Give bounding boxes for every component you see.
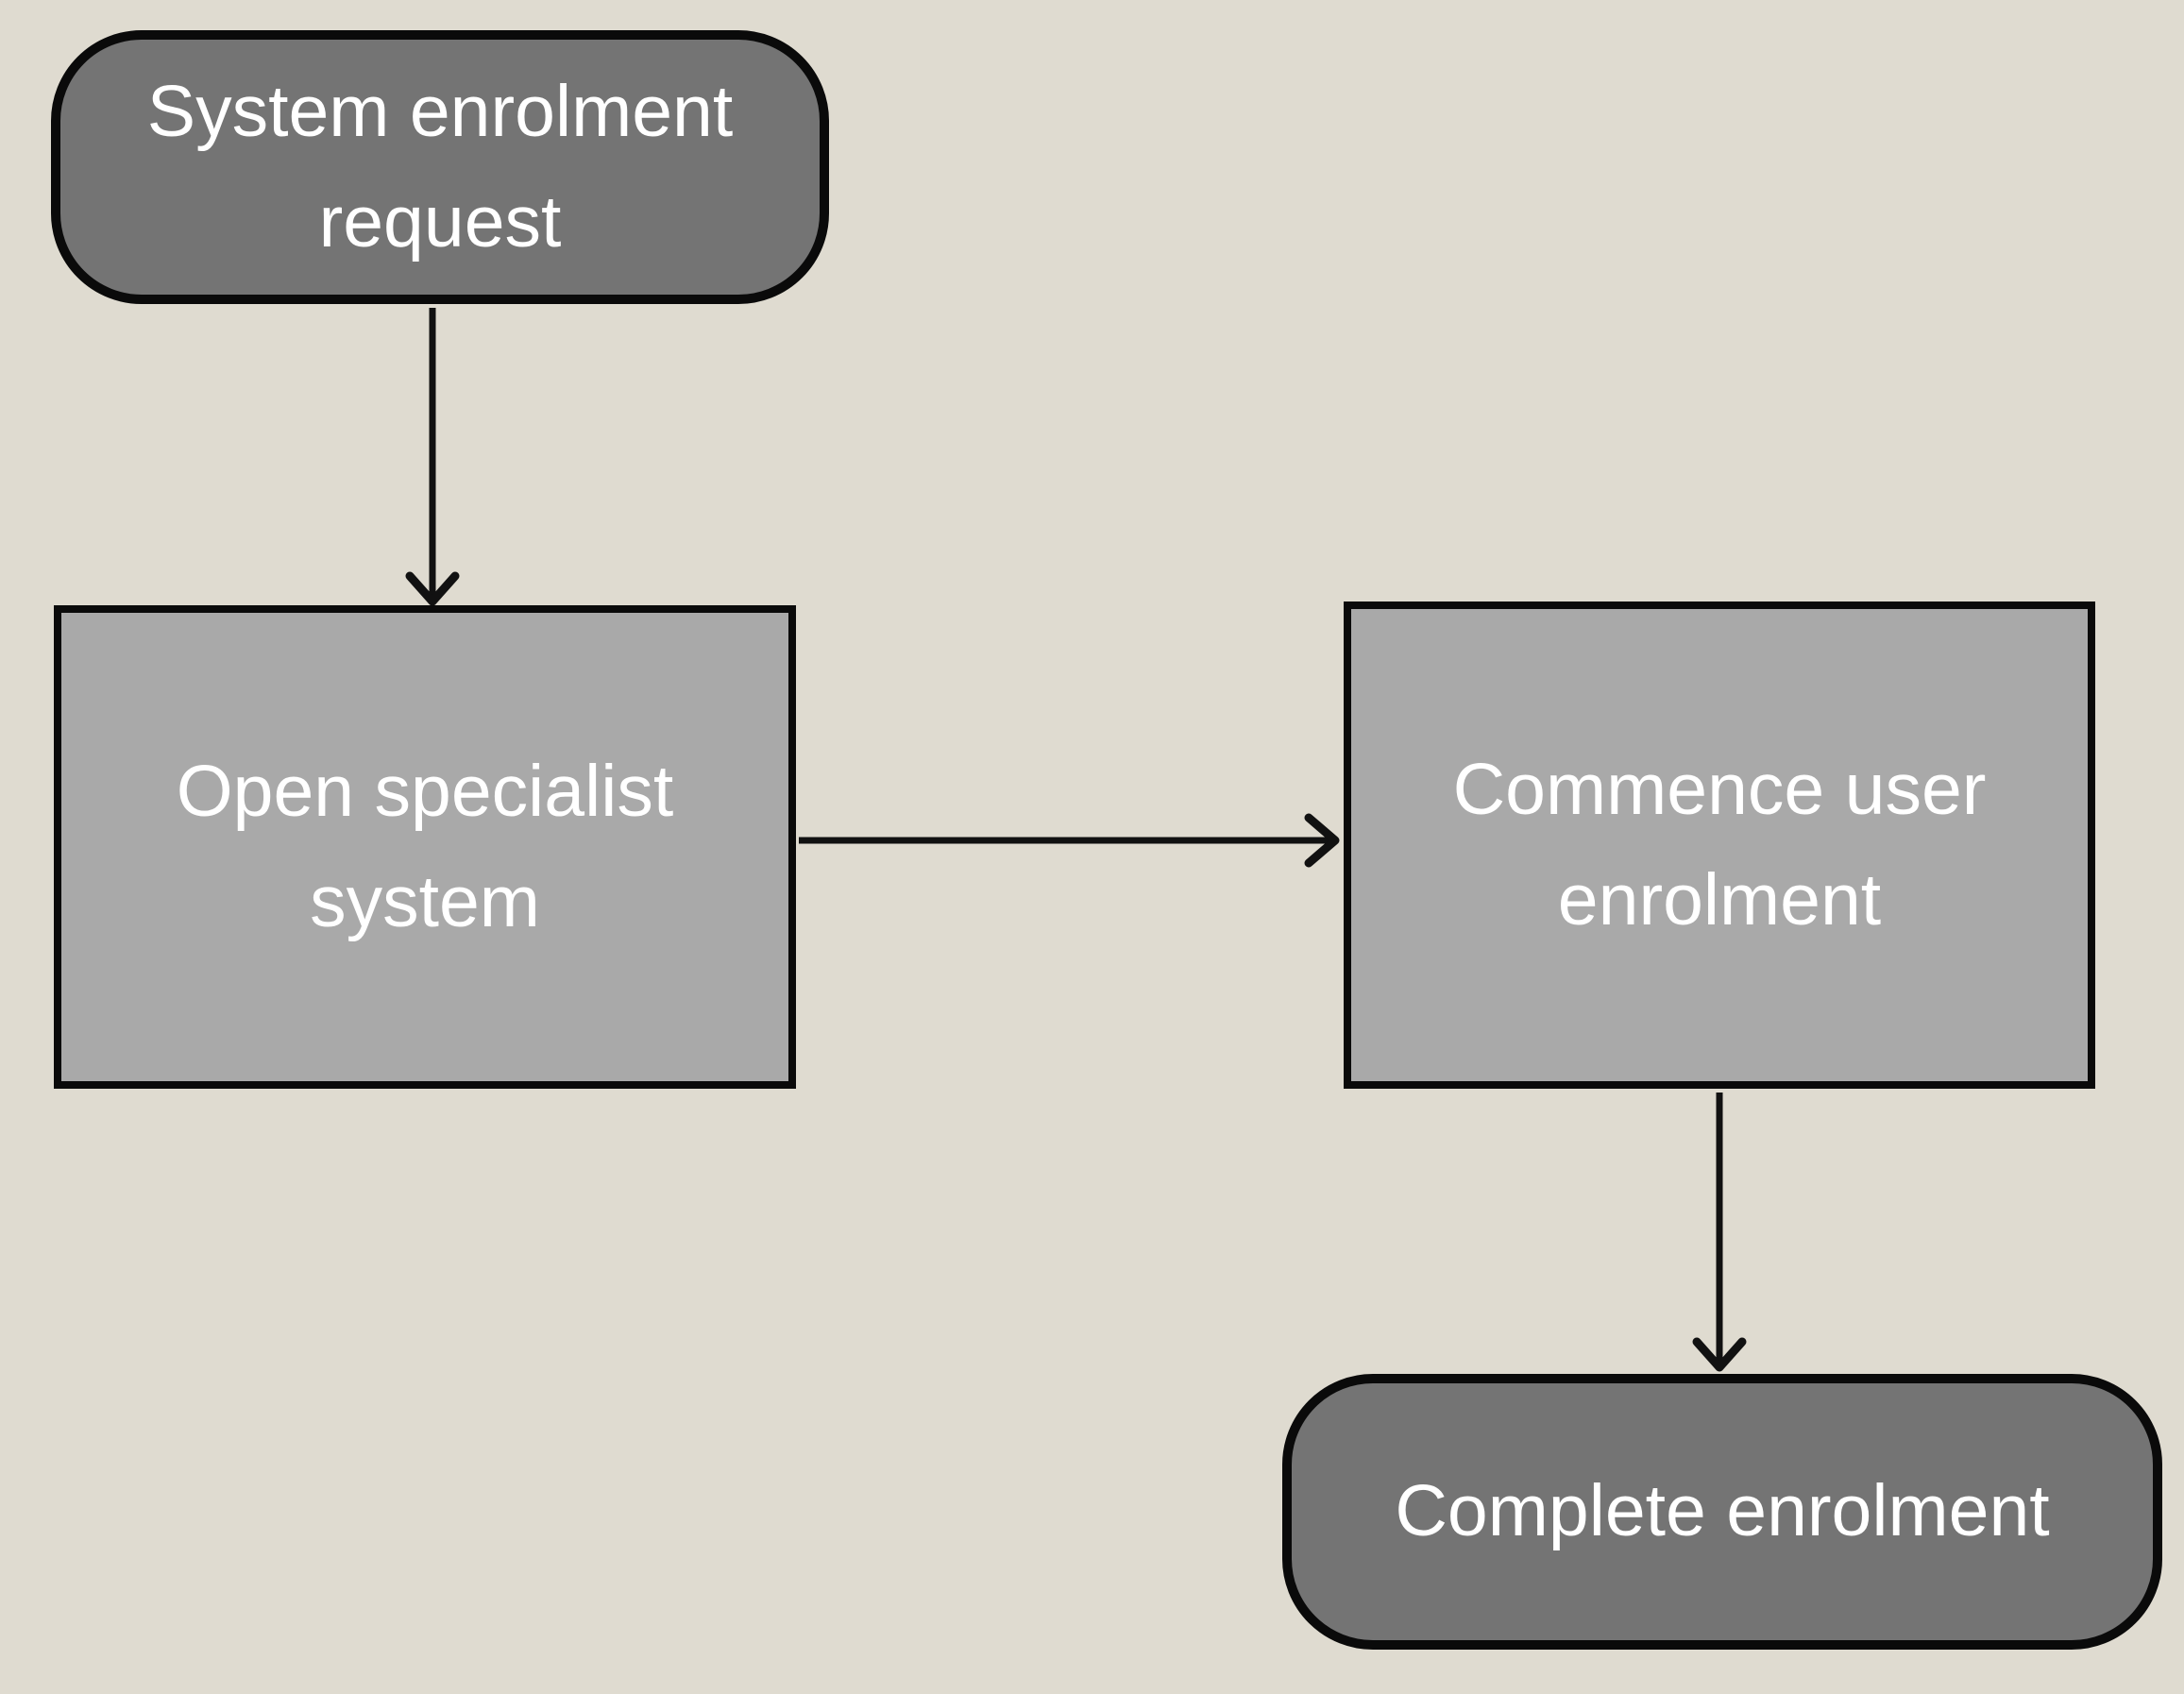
node-end-label: Complete enrolment <box>1395 1470 2050 1552</box>
node-commence-label: Commence user enrolment <box>1452 748 1987 940</box>
node-open-label: Open specialist system <box>176 750 674 942</box>
arrow-start-to-open <box>405 308 460 606</box>
arrow-open-to-commence <box>799 813 1340 868</box>
flowchart-node-commence-user-enrolment: Commence user enrolment <box>1344 601 2095 1089</box>
arrow-commence-to-end <box>1692 1093 1747 1372</box>
node-start-label: System enrolment request <box>146 70 734 263</box>
flowchart-node-open-specialist-system: Open specialist system <box>54 605 796 1089</box>
flowchart-node-start-terminator: System enrolment request <box>51 30 829 304</box>
flowchart-node-end-terminator: Complete enrolment <box>1282 1374 2162 1650</box>
